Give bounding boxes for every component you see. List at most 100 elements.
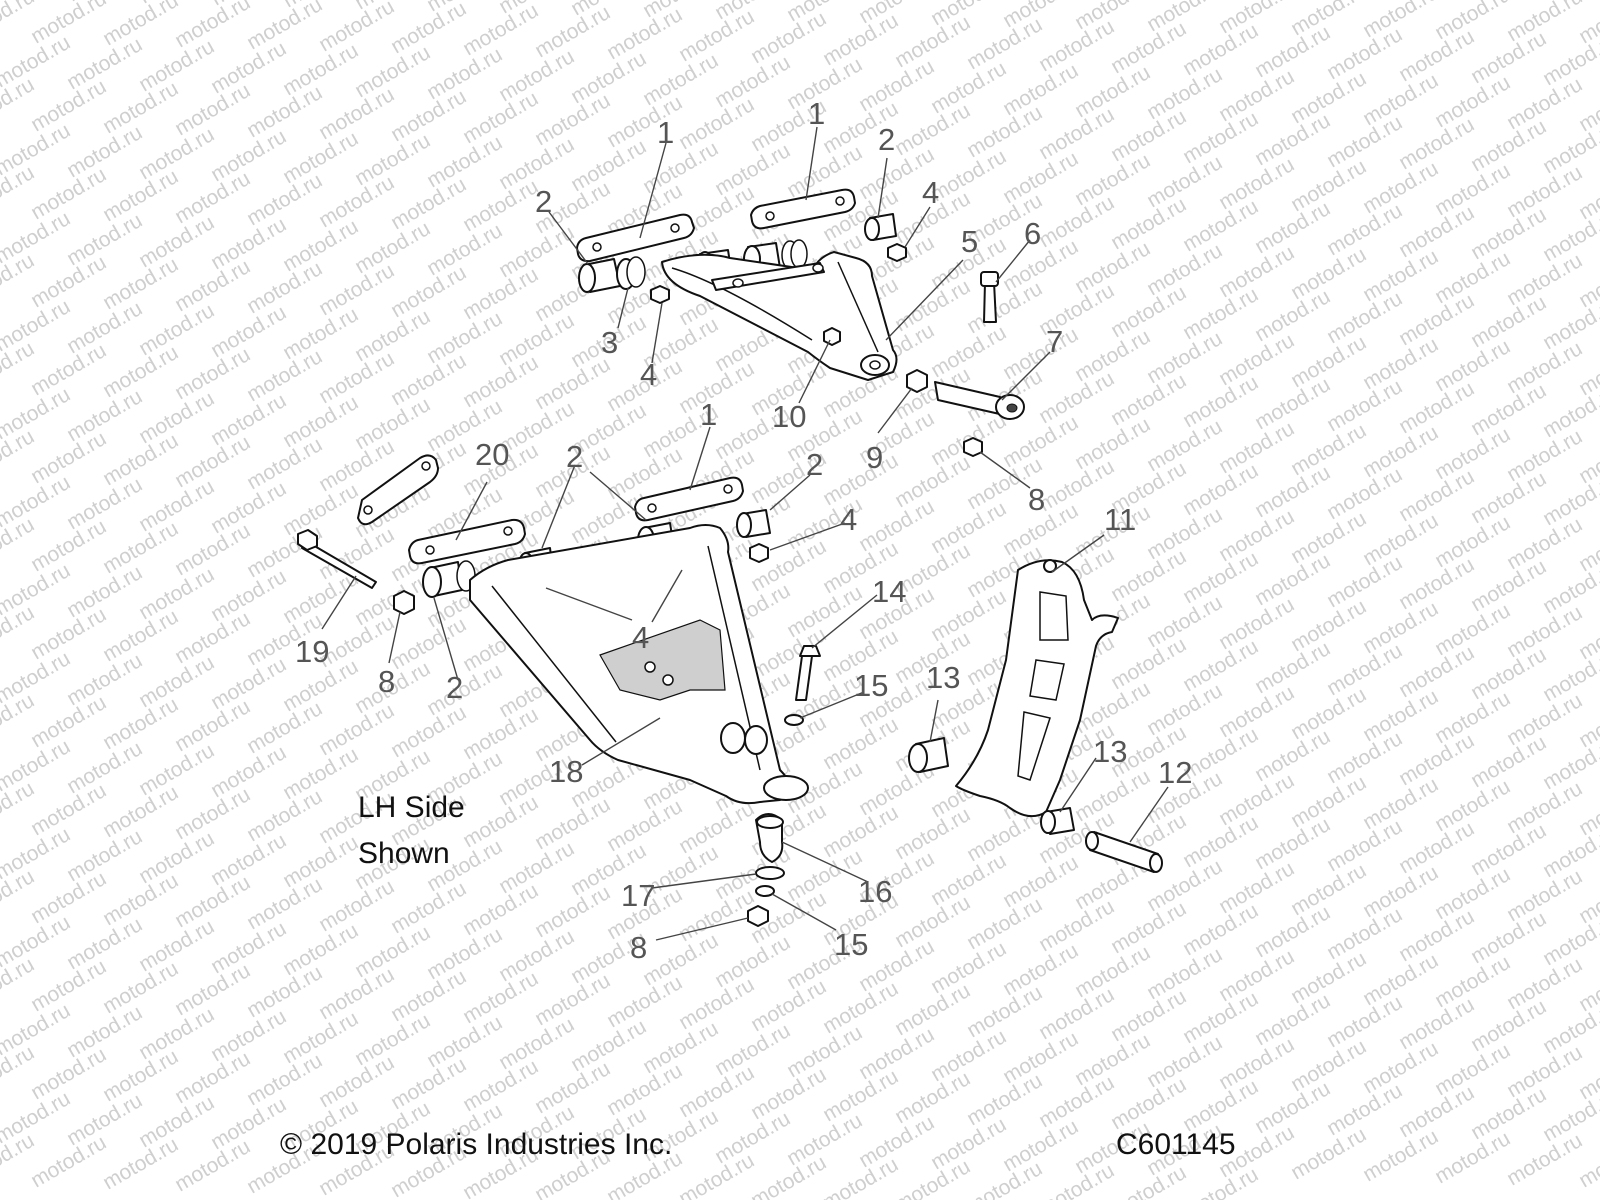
watermark-text: motod.ru xyxy=(1431,423,1514,484)
lower-bushing-left xyxy=(422,560,476,598)
watermark-text: motod.ru xyxy=(423,43,506,104)
watermark-text: motod.ru xyxy=(63,121,146,182)
watermark-text: motod.ru xyxy=(63,913,146,974)
watermark-text: motod.ru xyxy=(1215,857,1298,918)
watermark-text: motod.ru xyxy=(1287,243,1370,304)
watermark-text: motod.ru xyxy=(351,129,434,190)
watermark-text: motod.ru xyxy=(135,299,218,360)
watermark-text: motod.ru xyxy=(63,825,146,886)
watermark-text: motod.ru xyxy=(207,917,290,978)
watermark-text: motod.ru xyxy=(567,135,650,196)
watermark-text: motod.ru xyxy=(1359,333,1442,394)
watermark-text: motod.ru xyxy=(927,1025,1010,1086)
upper-nut-right xyxy=(887,243,907,262)
washer-15-lower xyxy=(755,885,775,897)
watermark-text: motod.ru xyxy=(279,743,362,804)
callout-16: 16 xyxy=(858,874,892,909)
watermark-text: motod.ru xyxy=(783,1109,866,1170)
knuckle-11 xyxy=(955,559,1119,818)
watermark-text: motod.ru xyxy=(999,1115,1082,1176)
copyright-text: © 2019 Polaris Industries Inc. xyxy=(280,1128,673,1161)
callout-4-upper-left: 4 xyxy=(640,357,657,392)
watermark-text: motod.ru xyxy=(1287,859,1370,920)
callout-17: 17 xyxy=(621,878,655,913)
watermark-text: motod.ru xyxy=(1431,951,1514,1012)
watermark-text: motod.ru xyxy=(63,1089,146,1150)
watermark-text: motod.ru xyxy=(1071,413,1154,474)
watermark-text: motod.ru xyxy=(1215,241,1298,302)
watermark-text: motod.ru xyxy=(1287,595,1370,656)
watermark-text: motod.ru xyxy=(1143,679,1226,740)
watermark-text: motod.ru xyxy=(1215,153,1298,214)
watermark-text: motod.ru xyxy=(567,47,650,108)
watermark-text: motod.ru xyxy=(711,1107,794,1168)
watermark-text: motod.ru xyxy=(927,585,1010,646)
callout-2-upper-left: 2 xyxy=(535,184,552,219)
watermark-text: motod.ru xyxy=(1215,1033,1298,1094)
nut-8-lower-left xyxy=(393,590,415,615)
watermark-text: motod.ru xyxy=(1143,239,1226,300)
watermark-text: motod.ru xyxy=(207,125,290,186)
watermark-text: motod.ru xyxy=(711,139,794,200)
watermark-text: motod.ru xyxy=(135,211,218,272)
snap-ring-17 xyxy=(755,866,785,880)
callout-5: 5 xyxy=(961,224,978,259)
watermark-text: motod.ru xyxy=(1287,67,1370,128)
watermark-text: motod.ru xyxy=(1431,335,1514,396)
callout-1-upper-left: 1 xyxy=(657,115,674,150)
callout-8-upper: 8 xyxy=(1028,482,1045,517)
pivot-plate-20-small xyxy=(357,454,439,526)
callout-8-left: 8 xyxy=(378,664,395,699)
watermark-text: motod.ru xyxy=(783,1021,866,1082)
watermark-text: motod.ru xyxy=(387,0,470,58)
watermark-text: motod.ru xyxy=(495,1013,578,1074)
watermark-text: motod.ru xyxy=(1431,863,1514,924)
watermark-text: motod.ru xyxy=(639,137,722,198)
watermark-text: motod.ru xyxy=(1071,765,1154,826)
watermark-text: motod.ru xyxy=(1503,161,1586,222)
watermark-text: motod.ru xyxy=(279,831,362,892)
watermark-text: motod.ru xyxy=(1287,419,1370,480)
watermark-text: motod.ru xyxy=(999,147,1082,208)
watermark-text: motod.ru xyxy=(1503,425,1586,486)
watermark-text: motod.ru xyxy=(63,473,146,534)
watermark-text: motod.ru xyxy=(1431,599,1514,660)
watermark-text: motod.ru xyxy=(351,393,434,454)
watermark-text: motod.ru xyxy=(207,1005,290,1066)
watermark-text: motod.ru xyxy=(495,221,578,282)
watermark-text: motod.ru xyxy=(1359,245,1442,306)
bushing-13-right xyxy=(1040,807,1075,835)
watermark-text: motod.ru xyxy=(999,59,1082,120)
bolt-19 xyxy=(297,529,377,589)
watermark-text: motod.ru xyxy=(1503,73,1586,134)
watermark-text: motod.ru xyxy=(1503,601,1586,662)
watermark-text: motod.ru xyxy=(1359,1037,1442,1098)
watermark-text: motod.ru xyxy=(207,389,290,450)
watermark-text: motod.ru xyxy=(1503,865,1586,926)
nut-8-bottom xyxy=(747,905,769,927)
watermark-text: motod.ru xyxy=(63,385,146,446)
watermark-text: motod.ru xyxy=(1431,511,1514,572)
watermark-text: motod.ru xyxy=(423,219,506,280)
watermark-text: motod.ru xyxy=(1431,159,1514,220)
callout-2-lower-c: 2 xyxy=(446,670,463,705)
watermark-text: motod.ru xyxy=(855,495,938,556)
watermark-text: motod.ru xyxy=(1287,1035,1370,1096)
watermark-text: motod.ru xyxy=(135,651,218,712)
bolt-14 xyxy=(795,645,821,701)
upper-bushing-left xyxy=(578,258,621,293)
watermark-text: motod.ru xyxy=(495,309,578,370)
watermark-text: motod.ru xyxy=(927,937,1010,998)
upper-bushing-far-right xyxy=(864,213,897,241)
watermark-text: motod.ru xyxy=(423,131,506,192)
watermark-text: motod.ru xyxy=(1071,325,1154,386)
callout-15-upper: 15 xyxy=(854,668,888,703)
watermark-text: motod.ru xyxy=(1143,151,1226,212)
watermark-text: motod.ru xyxy=(1431,687,1514,748)
watermark-text: motod.ru xyxy=(1143,1031,1226,1092)
watermark-text: motod.ru xyxy=(1359,1125,1442,1186)
watermark-text: motod.ru xyxy=(351,1009,434,1070)
watermark-text: motod.ru xyxy=(279,39,362,100)
